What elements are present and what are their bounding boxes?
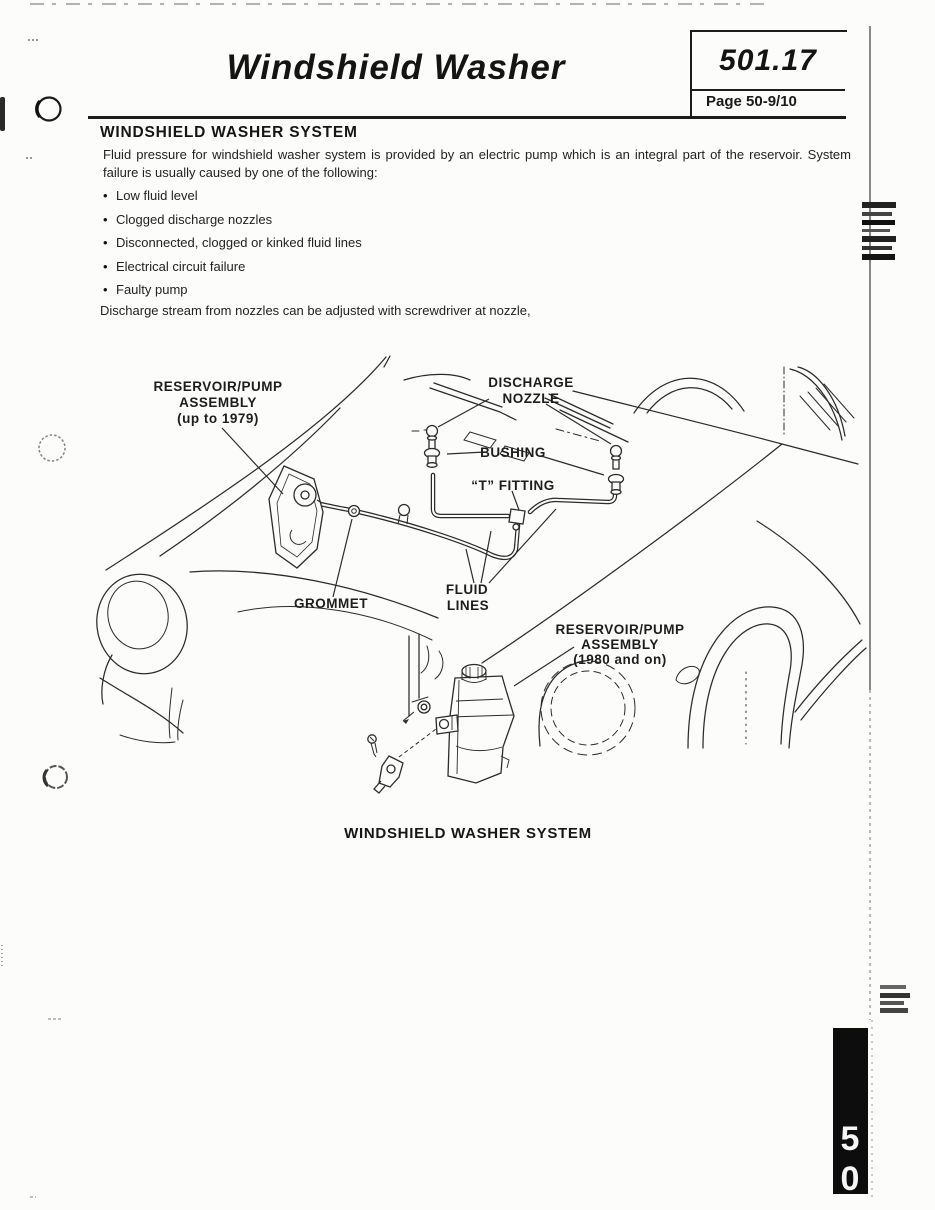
bullet-icon: • xyxy=(103,258,108,274)
label-reservoir-old-line1: RESERVOIR/PUMP xyxy=(153,379,282,394)
section-box-top-border xyxy=(690,30,847,32)
mounting-screw xyxy=(367,734,378,758)
mounting-nut xyxy=(402,700,431,724)
bushing-left xyxy=(423,447,441,468)
bullet-icon: • xyxy=(103,282,108,297)
label-reservoir-old-line2: ASSEMBLY xyxy=(179,395,257,410)
label-discharge-line2: NOZZLE xyxy=(503,391,560,406)
diagram-caption: WINDSHIELD WASHER SYSTEM xyxy=(344,825,592,842)
car-outline xyxy=(96,355,867,756)
label-bushing: BUSHING xyxy=(480,445,546,460)
list-item: • Electrical circuit failure xyxy=(103,259,703,275)
bullet-icon: • xyxy=(103,235,108,250)
page-title: Windshield Washer xyxy=(226,48,566,87)
label-fluid-line1: FLUID xyxy=(446,582,488,597)
section-number: 501.17 xyxy=(719,44,817,77)
label-leaders xyxy=(221,398,612,687)
bushing-right xyxy=(607,473,625,495)
fluid-lines xyxy=(317,472,618,561)
reservoir-pump-old xyxy=(268,465,324,569)
page-number-label: Page 50-9/10 xyxy=(706,93,797,110)
scan-artifacts: 5 0 xyxy=(0,3,910,1200)
label-reservoir-old-line3: (up to 1979) xyxy=(177,411,259,426)
label-t-fitting: “T” FITTING xyxy=(471,478,555,493)
list-item-text: Low fluid level xyxy=(116,188,198,203)
list-item-text: Clogged discharge nozzles xyxy=(116,211,273,227)
intro-paragraph: Fluid pressure for windshield washer sys… xyxy=(103,147,851,180)
label-fluid-line2: LINES xyxy=(447,598,489,613)
list-item-text: Faulty pump xyxy=(116,282,188,297)
article-heading: WINDSHIELD WASHER SYSTEM xyxy=(100,124,358,141)
label-reservoir-new-line3: (1980 and on) xyxy=(573,652,667,667)
punch-hole-top xyxy=(36,96,62,122)
tab-digit-0: 0 xyxy=(841,1160,860,1198)
bullet-icon: • xyxy=(103,188,108,203)
scan-smudge-upper xyxy=(862,202,896,260)
mounting-bracket xyxy=(373,755,404,794)
header-rule xyxy=(88,116,846,119)
reservoir-pump-new xyxy=(447,663,515,784)
list-item: • Disconnected, clogged or kinked fluid … xyxy=(103,235,703,251)
scan-smudge-lower xyxy=(880,985,910,1013)
list-item-text: Disconnected, clogged or kinked fluid li… xyxy=(116,235,362,250)
label-grommet: GROMMET xyxy=(294,596,368,611)
section-box-divider xyxy=(690,89,845,91)
label-reservoir-new-line1: RESERVOIR/PUMP xyxy=(555,622,684,637)
failure-cause-list: • Low fluid level • Clogged discharge no… xyxy=(103,188,703,306)
hose-clip xyxy=(397,503,411,525)
label-reservoir-new-line2: ASSEMBLY xyxy=(581,637,659,652)
components xyxy=(268,424,625,794)
tab-digit-5: 5 xyxy=(841,1120,860,1158)
chapter-tab: 5 0 xyxy=(833,1028,868,1198)
list-item-text: Electrical circuit failure xyxy=(116,258,246,274)
list-item: • Clogged discharge nozzles xyxy=(103,212,703,228)
t-fitting-part xyxy=(508,508,526,531)
bullet-icon: • xyxy=(103,211,108,227)
diagram-labels: RESERVOIR/PUMP ASSEMBLY (up to 1979) DIS… xyxy=(153,375,684,667)
punch-hole-middle xyxy=(38,434,66,462)
discharge-nozzle-left xyxy=(425,424,439,450)
adjustment-note: Discharge stream from nozzles can be adj… xyxy=(100,303,531,318)
section-box-left-border xyxy=(690,30,692,118)
label-discharge-line1: DISCHARGE xyxy=(488,375,574,390)
mounting-clamp xyxy=(435,714,459,735)
list-item: • Low fluid level xyxy=(103,188,703,204)
punch-hole-bottom xyxy=(44,765,68,789)
discharge-nozzle-right xyxy=(609,444,623,470)
assembly-dash-leader xyxy=(398,728,437,758)
list-item: • Faulty pump xyxy=(103,282,703,298)
